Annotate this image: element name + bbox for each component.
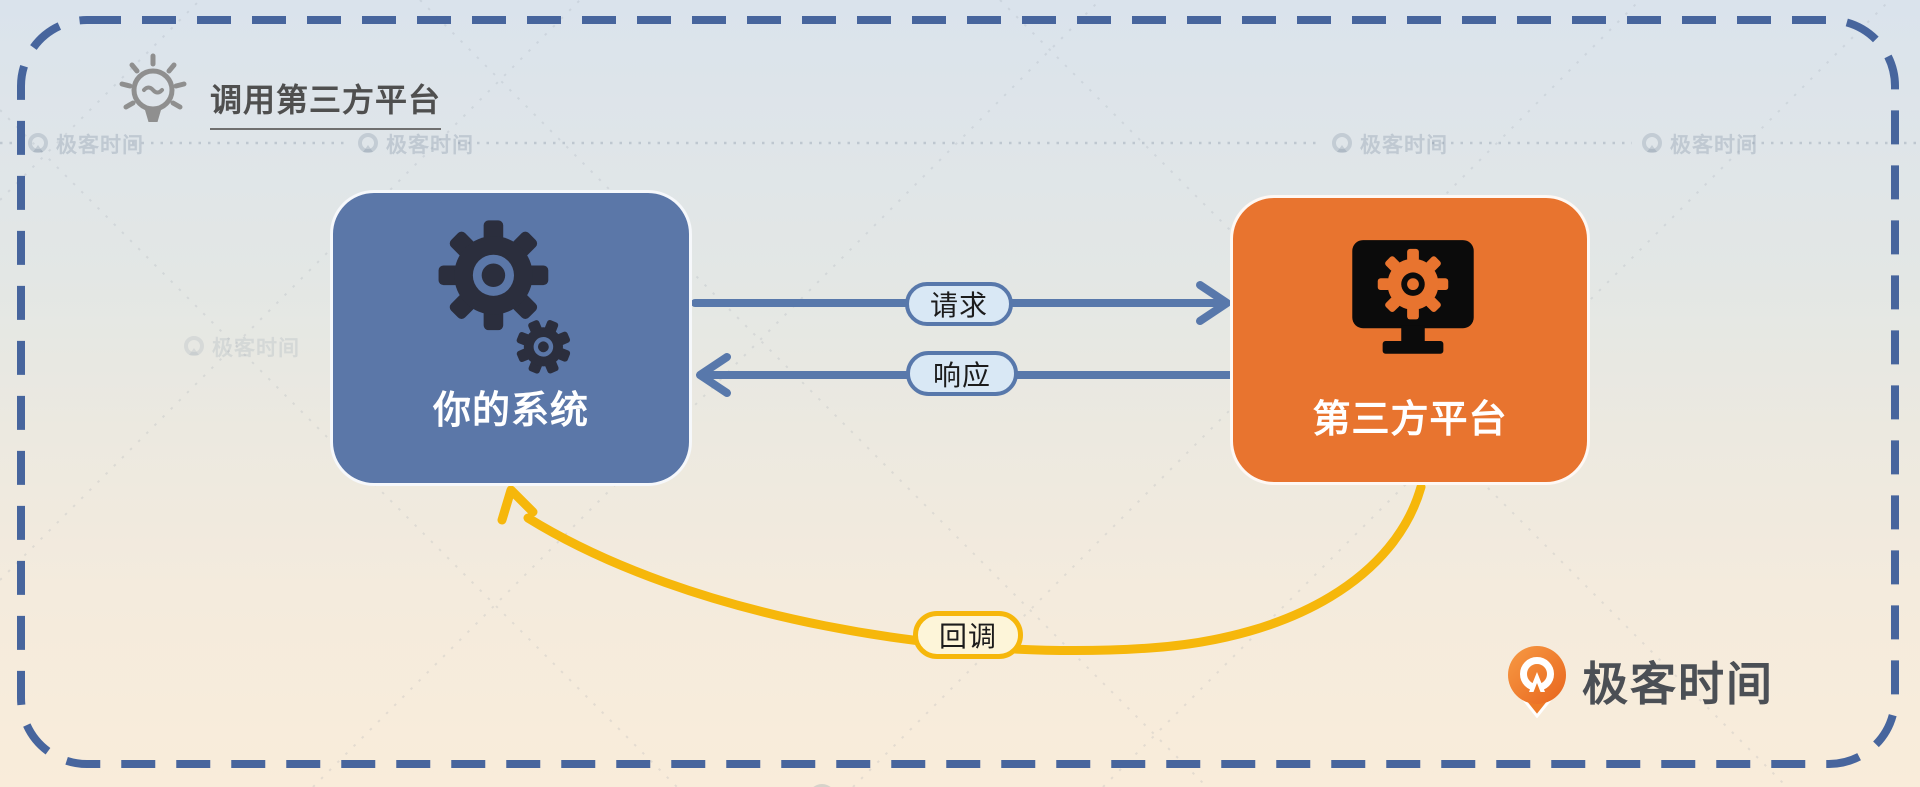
response-label: 响应 (932, 359, 991, 391)
diagram-title-block: 调用第三方平台 (118, 52, 442, 130)
page-title: 调用第三方平台 (210, 75, 442, 130)
node-third-party-label: 第三方平台 (1312, 399, 1508, 441)
edge-label-request: 请求 (905, 282, 1013, 326)
node-third-party: 第三方平台 (1230, 195, 1590, 485)
brand-logo: 极客时间 (1506, 644, 1774, 718)
node-your-system: 你的系统 (330, 190, 692, 486)
node-your-system-label: 你的系统 (432, 390, 589, 432)
edge-label-callback: 回调 (913, 611, 1023, 659)
lightbulb-icon (119, 53, 187, 122)
geektime-logo-icon (1508, 646, 1566, 718)
request-label: 请求 (929, 290, 988, 321)
monitor-gear-icon (1352, 240, 1474, 354)
callback-label: 回调 (938, 621, 997, 652)
edge-label-response: 响应 (906, 351, 1018, 396)
dashed-border (17, 16, 1899, 768)
brand-logo-text: 极客时间 (1582, 658, 1774, 710)
gears-icon (438, 220, 571, 374)
callback-arrow (497, 482, 1426, 656)
bottom-edge-dot (813, 784, 831, 787)
